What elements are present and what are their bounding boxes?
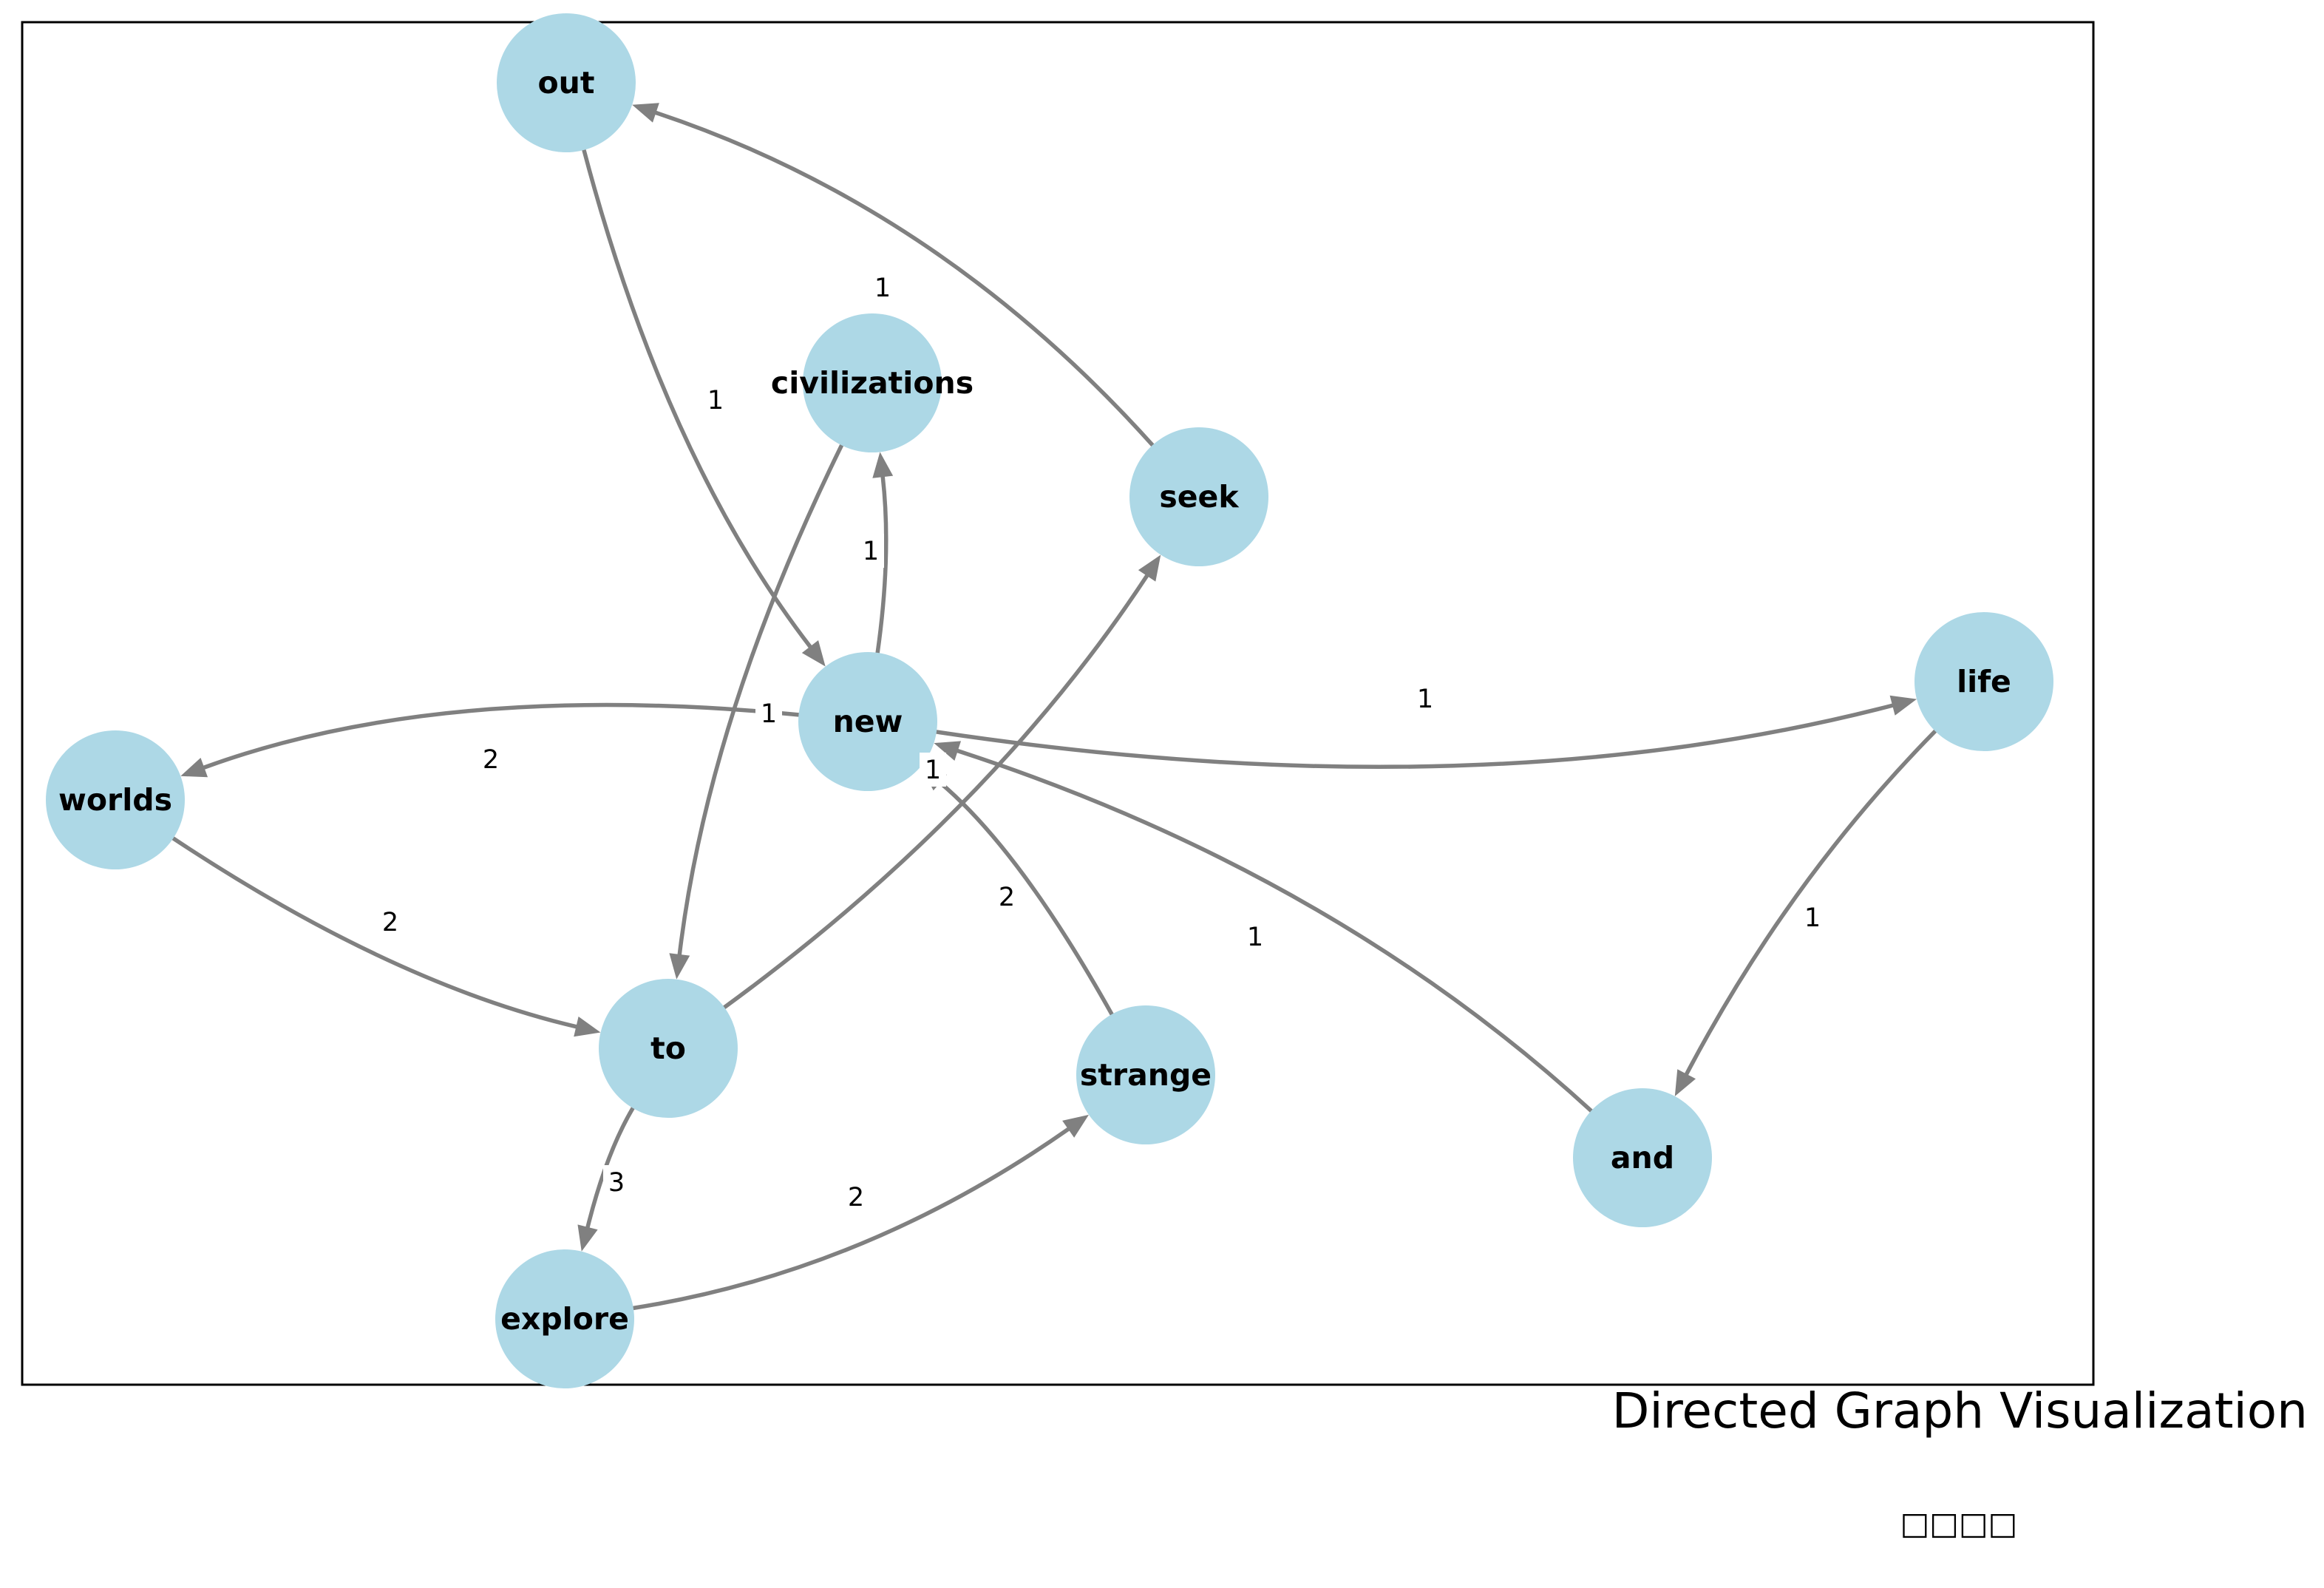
node-label-explore: explore bbox=[500, 1301, 629, 1337]
nodes-layer: out civilizations seek new life worlds to stran… bbox=[46, 13, 2053, 1388]
edge-and-to-new bbox=[955, 748, 1594, 1113]
edge-label-bg bbox=[755, 696, 782, 730]
edge-new-to-life bbox=[934, 703, 1895, 770]
edge-weight-label-new-to-worlds: 2 bbox=[483, 745, 499, 775]
edge-label-bg bbox=[603, 1165, 630, 1199]
node-civilizations: civilizations bbox=[771, 313, 974, 452]
edge-label-bg bbox=[1412, 682, 1438, 716]
node-circle-worlds bbox=[46, 730, 185, 869]
edge-weight-label-explore-to-strange: 2 bbox=[848, 1183, 864, 1212]
edge-label-bg bbox=[993, 880, 1020, 914]
arrowhead-civilizations-to-to bbox=[669, 953, 690, 980]
node-label-and: and bbox=[1611, 1140, 1674, 1175]
edge-label-bg bbox=[377, 905, 404, 939]
arrowhead-new-to-life bbox=[1889, 695, 1917, 716]
arrowhead-to-to-seek bbox=[1138, 554, 1161, 582]
edge-weight-label-seek-to-out: 1 bbox=[874, 274, 891, 303]
arrowhead-to-to-explore bbox=[577, 1224, 598, 1252]
node-circle-new bbox=[798, 652, 937, 791]
node-label-strange: strange bbox=[1080, 1057, 1212, 1093]
node-label-to: to bbox=[650, 1031, 686, 1066]
node-life: life bbox=[1914, 612, 2053, 751]
graph-title: Directed Graph Visualization bbox=[1611, 1382, 2308, 1439]
edge-label-bg bbox=[920, 753, 946, 787]
arrowhead-seek-to-out bbox=[632, 103, 659, 123]
edge-weight-label-civilizations-to-to: 1 bbox=[761, 699, 777, 729]
edge-to-to-seek bbox=[722, 574, 1149, 1010]
edge-labels-layer: 1 1 1 1 1 1 2 2 3 2 2 1 1 bbox=[377, 271, 1826, 1214]
arrowhead-worlds-to-to bbox=[574, 1017, 601, 1037]
arrowhead-new-to-civilizations bbox=[872, 452, 894, 478]
node-circle-civilizations bbox=[803, 313, 942, 452]
arrowhead-explore-to-strange bbox=[1062, 1114, 1089, 1138]
edge-weight-label-new-to-life: 1 bbox=[1417, 685, 1433, 714]
edge-label-bg bbox=[478, 742, 504, 776]
node-seek: seek bbox=[1129, 427, 1268, 566]
edge-weight-label-life-to-and: 1 bbox=[1804, 903, 1821, 933]
node-circle-explore bbox=[495, 1249, 634, 1388]
node-circle-and bbox=[1573, 1088, 1712, 1227]
arrowhead-new-to-worlds bbox=[180, 757, 208, 778]
node-to: to bbox=[599, 979, 738, 1118]
arrowhead-out-to-new bbox=[801, 640, 826, 667]
edge-explore-to-strange bbox=[631, 1127, 1070, 1311]
node-worlds: worlds bbox=[46, 730, 185, 869]
arrowhead-life-to-and bbox=[1674, 1069, 1696, 1096]
node-strange: strange bbox=[1076, 1005, 1215, 1144]
edge-weight-label-to-to-seek: 1 bbox=[925, 756, 941, 785]
edge-label-bg bbox=[1799, 900, 1826, 934]
node-circle-to bbox=[599, 979, 738, 1118]
node-label-worlds: worlds bbox=[58, 782, 172, 818]
node-label-out: out bbox=[538, 65, 595, 101]
edge-life-to-and bbox=[1684, 729, 1937, 1076]
edge-weight-label-new-to-civilizations: 1 bbox=[863, 537, 879, 566]
graph-subtitle: □□□□ bbox=[1900, 1505, 2018, 1541]
node-label-civilizations: civilizations bbox=[771, 365, 974, 401]
edge-label-bg bbox=[869, 271, 896, 305]
edge-to-to-explore bbox=[585, 1106, 635, 1229]
edge-label-bg bbox=[843, 1180, 869, 1214]
node-circle-out bbox=[497, 13, 636, 152]
edge-weight-label-to-to-explore: 3 bbox=[608, 1168, 625, 1198]
arrowhead-and-to-new bbox=[934, 741, 962, 761]
node-label-new: new bbox=[833, 704, 903, 739]
edge-new-to-worlds bbox=[202, 702, 801, 770]
node-circle-strange bbox=[1076, 1005, 1215, 1144]
node-label-life: life bbox=[1957, 664, 2011, 699]
edge-out-to-new bbox=[582, 148, 812, 649]
plot-frame bbox=[21, 21, 2095, 1386]
node-label-seek: seek bbox=[1159, 479, 1240, 515]
edge-worlds-to-to bbox=[171, 836, 579, 1029]
edge-seek-to-out bbox=[653, 110, 1155, 447]
edge-weight-label-strange-to-new: 2 bbox=[999, 883, 1015, 912]
edge-weight-label-and-to-new: 1 bbox=[1247, 923, 1263, 952]
node-new: new bbox=[798, 652, 937, 791]
edge-strange-to-new bbox=[938, 780, 1114, 1017]
edge-weight-label-out-to-new: 1 bbox=[707, 386, 724, 415]
edge-new-to-civilizations bbox=[875, 475, 889, 655]
node-circle-seek bbox=[1129, 427, 1268, 566]
node-explore: explore bbox=[495, 1249, 634, 1388]
edge-label-bg bbox=[857, 534, 884, 568]
edge-label-bg bbox=[702, 383, 729, 417]
node-out: out bbox=[497, 13, 636, 152]
edge-label-bg bbox=[1242, 920, 1268, 954]
node-circle-life bbox=[1914, 612, 2053, 751]
node-and: and bbox=[1573, 1088, 1712, 1227]
edge-weight-label-worlds-to-to: 2 bbox=[382, 908, 398, 937]
